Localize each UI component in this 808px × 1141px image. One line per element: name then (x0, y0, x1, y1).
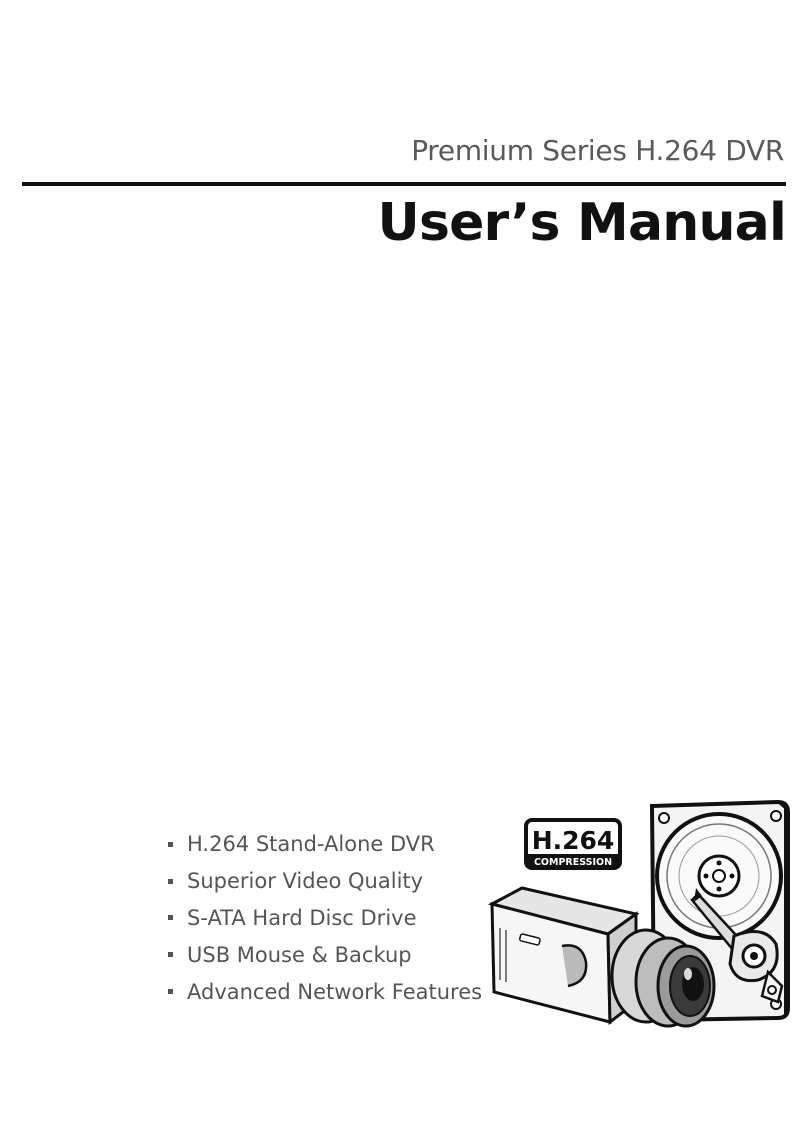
feature-text: Advanced Network Features (187, 979, 483, 1004)
title-rule (22, 182, 786, 186)
bullet-icon (168, 989, 173, 995)
h264-badge: H.264 COMPRESSION (524, 818, 622, 870)
feature-item: Advanced Network Features (168, 973, 482, 1010)
cover-subtitle: Premium Series H.264 DVR (411, 134, 784, 167)
feature-text: USB Mouse & Backup (187, 942, 412, 967)
feature-text: H.264 Stand-Alone DVR (187, 832, 435, 857)
feature-item: Superior Video Quality (168, 863, 482, 900)
bullet-icon (168, 841, 173, 847)
feature-text: S-ATA Hard Disc Drive (187, 905, 417, 930)
bullet-icon (168, 952, 173, 958)
feature-item: H.264 Stand-Alone DVR (168, 826, 482, 863)
feature-item: S-ATA Hard Disc Drive (168, 900, 482, 937)
badge-sub-text: COMPRESSION (534, 857, 612, 868)
badge-main-text: H.264 (532, 826, 615, 855)
camera-icon (487, 886, 716, 1028)
feature-list: H.264 Stand-Alone DVR Superior Video Qua… (168, 826, 482, 1010)
bullet-icon (168, 915, 173, 921)
bullet-icon (168, 878, 173, 884)
feature-item: USB Mouse & Backup (168, 936, 482, 973)
cover-title: User’s Manual (377, 193, 787, 253)
product-illustration: H.264 COMPRESSION (487, 799, 790, 1028)
feature-text: Superior Video Quality (187, 869, 424, 894)
